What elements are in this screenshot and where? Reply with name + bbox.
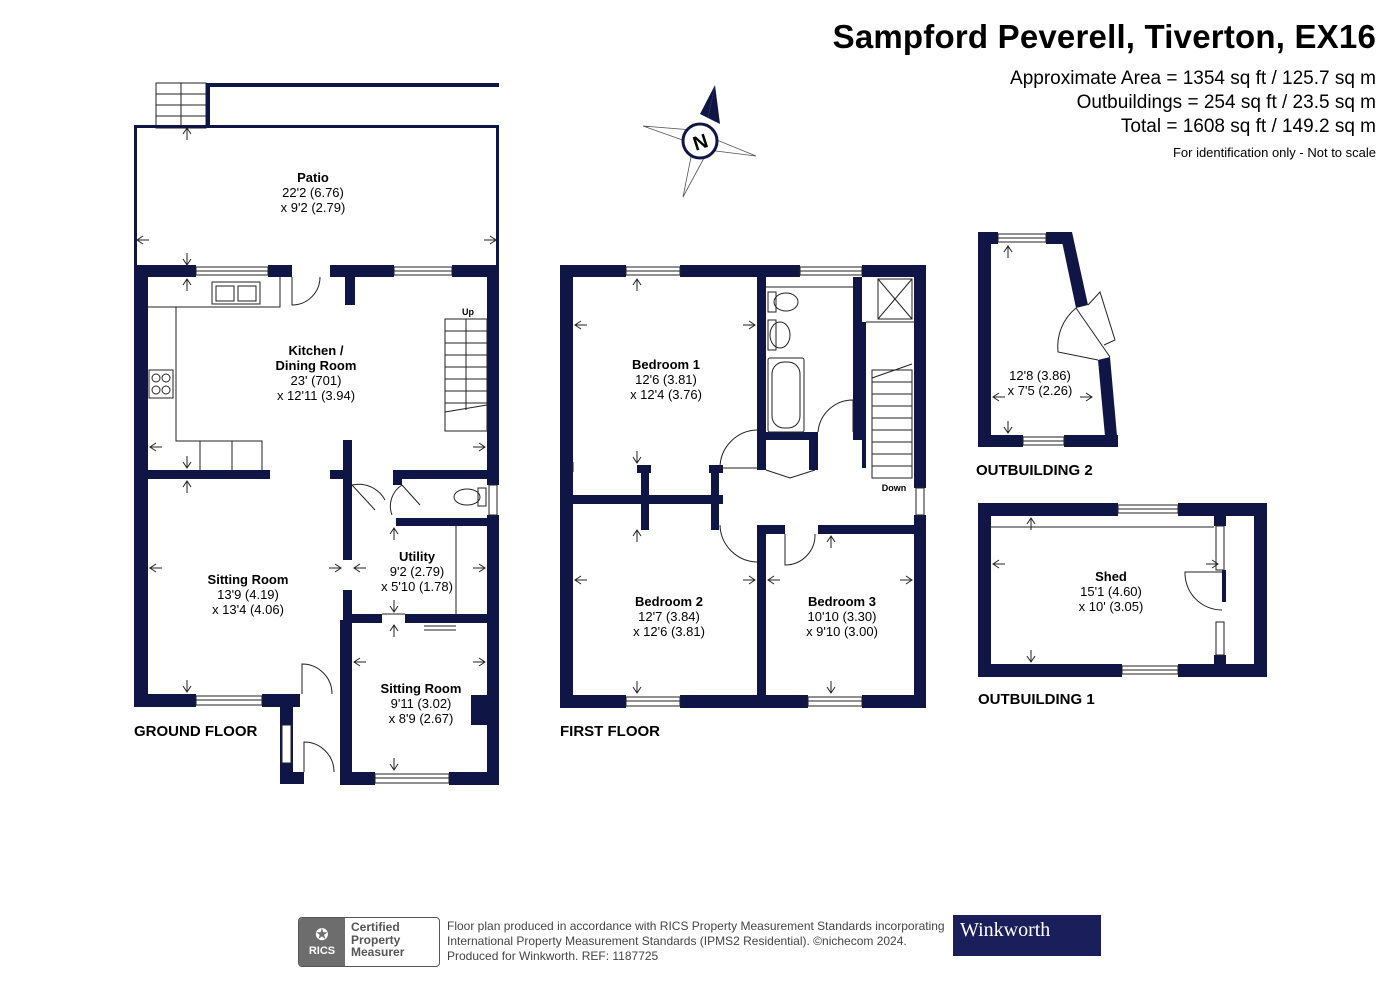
- brand-logo: Winkworth: [953, 915, 1101, 956]
- outbuilding-1-walls: [978, 503, 1267, 677]
- ground-floor-walls: [134, 265, 499, 785]
- property-title: Sampford Peverell, Tiverton, EX16: [832, 18, 1376, 55]
- total-area: Total = 1608 sq ft / 149.2 sq m: [1120, 116, 1376, 137]
- sitting-room-2-name: Sitting Room: [381, 681, 462, 696]
- sitting-room-1-name: Sitting Room: [208, 572, 289, 587]
- utility-dims-2: x 5'10 (1.78): [381, 579, 453, 594]
- bathroom-fittings: [766, 278, 914, 433]
- bedroom-3-dims-1: 10'10 (3.30): [808, 609, 877, 624]
- outbuilding-2-fittings: [997, 233, 1116, 446]
- first-floor-label: FIRST FLOOR: [560, 723, 660, 740]
- bedroom-3-name: Bedroom 3: [808, 594, 876, 609]
- outbuilding-1-label: OUTBUILDING 1: [978, 691, 1095, 708]
- outbuilding-2-walls: [978, 232, 1118, 447]
- compass-label: N: [690, 130, 711, 155]
- outbuilding-2-label: OUTBUILDING 2: [976, 462, 1093, 479]
- compass-icon: N: [642, 85, 757, 198]
- sitting-room-1-dims-1: 13'9 (4.19): [217, 587, 279, 602]
- sitting-room-2-dims-1: 9'11 (3.02): [391, 696, 452, 711]
- ground-floor-doors: [291, 276, 421, 773]
- bedroom-1-dims-1: 12'6 (3.81): [635, 372, 697, 387]
- bedroom-3-dims-2: x 9'10 (3.00): [806, 624, 878, 639]
- outbuildings-area: Outbuildings = 254 sq ft / 23.5 sq m: [1076, 92, 1376, 113]
- outbuilding-1-fittings: [991, 504, 1225, 675]
- rics-badge-text: Certified Property Measurer: [351, 920, 405, 959]
- kitchen-dims-1: 23' (701): [291, 373, 342, 388]
- sitting-room-2-dims-2: x 8'9 (2.67): [389, 711, 454, 726]
- ground-floor-label: GROUND FLOOR: [134, 723, 257, 740]
- first-floor-stairs: Down: [871, 363, 913, 493]
- utility-name: Utility: [399, 549, 436, 564]
- patio-dims-2: x 9'2 (2.79): [281, 200, 346, 215]
- first-floor-walls: [560, 265, 926, 708]
- footer-disclaimer: Floor plan produced in accordance with R…: [447, 919, 945, 963]
- patio-dims-1: 22'2 (6.76): [282, 185, 344, 200]
- stairs-down-label: Down: [882, 483, 907, 493]
- kitchen-name-1: Kitchen /: [289, 343, 344, 358]
- first-floor-windows: [625, 266, 925, 707]
- bedroom-2-name: Bedroom 2: [635, 594, 703, 609]
- identification-note: For identification only - Not to scale: [1172, 145, 1376, 160]
- ground-floor-stairs: Up: [444, 307, 488, 432]
- sitting-room-1-dims-2: x 13'4 (4.06): [212, 602, 284, 617]
- bedroom-2-dims-1: 12'7 (3.84): [638, 609, 700, 624]
- outbuilding-2-dims-2: x 7'5 (2.26): [1008, 383, 1073, 398]
- outbuilding-2-arrows: [992, 245, 1093, 434]
- patio-outline: [134, 83, 499, 267]
- bedroom-1-dims-2: x 12'4 (3.76): [630, 387, 702, 402]
- outbuilding-2-dims-1: 12'8 (3.86): [1009, 368, 1071, 383]
- stairs-up-label: Up: [462, 307, 474, 317]
- ground-floor-dimension-arrows: [136, 127, 497, 771]
- shed-name: Shed: [1095, 569, 1127, 584]
- first-floor-dimension-arrows: [574, 278, 913, 694]
- bedroom-2-dims-2: x 12'6 (3.81): [633, 624, 705, 639]
- ground-floor-windows: [195, 266, 498, 784]
- patio-steps: [155, 82, 207, 129]
- utility-dims-1: 9'2 (2.79): [390, 564, 445, 579]
- patio-name: Patio: [297, 170, 329, 185]
- bedroom-1-name: Bedroom 1: [632, 357, 700, 372]
- approximate-area: Approximate Area = 1354 sq ft / 125.7 sq…: [1010, 68, 1376, 89]
- outbuilding-1-arrows: [992, 517, 1219, 663]
- rics-badge: ✪ RICS Certified Property Measurer: [298, 917, 440, 967]
- kitchen-fittings: [148, 277, 487, 507]
- rics-logo-icon: ✪ RICS: [299, 918, 345, 966]
- kitchen-name-2: Dining Room: [276, 358, 357, 373]
- shed-dims-1: 15'1 (4.60): [1080, 584, 1142, 599]
- first-floor-doors: [719, 399, 854, 566]
- shed-dims-2: x 10' (3.05): [1079, 599, 1144, 614]
- kitchen-dims-2: x 12'11 (3.94): [277, 388, 355, 403]
